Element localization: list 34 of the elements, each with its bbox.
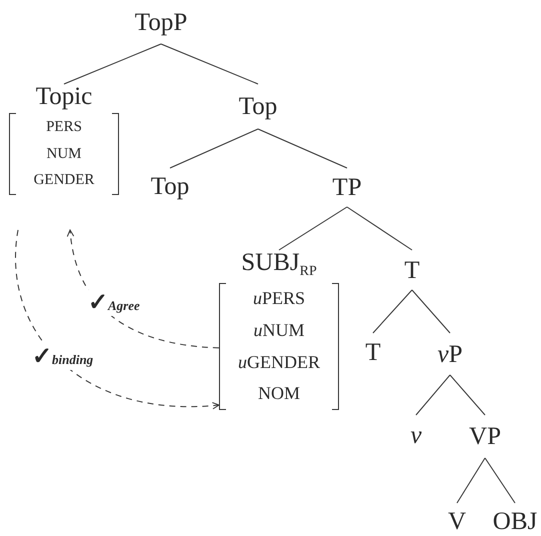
category-label: T bbox=[365, 340, 381, 365]
category-label: TopP bbox=[134, 10, 188, 34]
branch-line bbox=[64, 44, 162, 84]
category-label: Topic bbox=[36, 84, 92, 109]
feature-text: uGENDER bbox=[238, 352, 320, 372]
category-label: OBJ bbox=[492, 508, 538, 534]
branch-line bbox=[160, 44, 258, 84]
feature-text: uPERS bbox=[252, 289, 306, 309]
category-label: Top bbox=[150, 174, 190, 199]
category-label: T bbox=[404, 258, 420, 282]
branch-line bbox=[258, 128, 348, 168]
feature-text: uNUM bbox=[253, 320, 304, 341]
branch-line bbox=[484, 458, 516, 504]
category-label: vP bbox=[437, 342, 462, 366]
category-label: v bbox=[410, 422, 422, 448]
branch-line bbox=[456, 458, 486, 504]
category-label: TP bbox=[332, 175, 362, 200]
branch-line bbox=[346, 206, 412, 250]
branch-line bbox=[412, 290, 450, 334]
feature-text: PERS bbox=[46, 119, 82, 136]
branch-line bbox=[416, 374, 450, 416]
category-label: V bbox=[448, 508, 466, 534]
dashed-arrow bbox=[15, 230, 220, 410]
feature-text: NUM bbox=[46, 146, 82, 162]
feature-text: GENDER bbox=[34, 172, 94, 188]
branch-line bbox=[372, 290, 412, 334]
category-label: Top bbox=[238, 94, 278, 119]
branch-line bbox=[450, 374, 486, 416]
category-label: VP bbox=[469, 424, 501, 449]
edge-label: ✓Agree bbox=[86, 290, 142, 316]
category-label: SUBJ$_{RP}$ bbox=[241, 250, 317, 279]
branch-line bbox=[170, 128, 258, 168]
feature-text: NOM bbox=[258, 384, 300, 404]
branch-line bbox=[278, 206, 348, 250]
